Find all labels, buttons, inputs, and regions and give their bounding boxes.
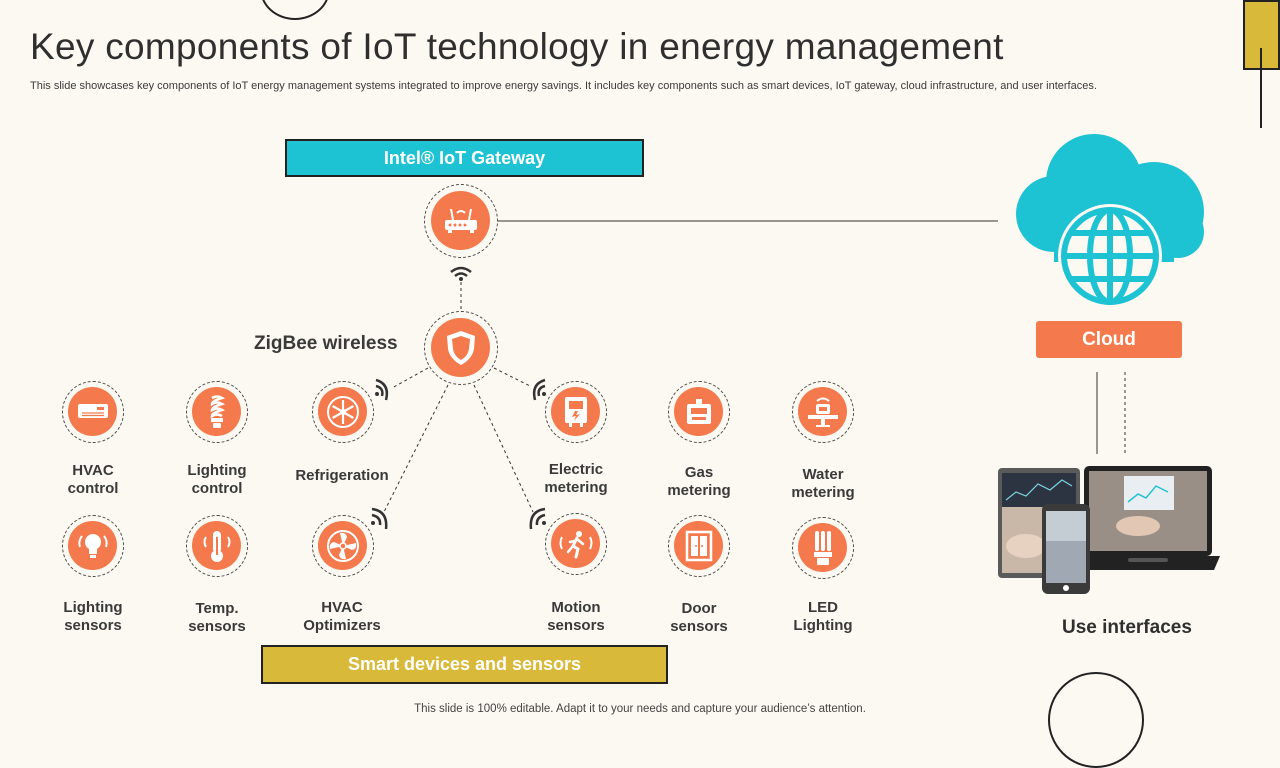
- water-metering-node: [792, 381, 854, 443]
- user-interfaces-label: Use interfaces: [1062, 617, 1192, 638]
- gateway-banner: Intel® IoT Gateway: [285, 139, 644, 177]
- led-bulb-icon: [813, 530, 832, 565]
- cloud-label: Cloud: [1036, 321, 1182, 358]
- wifi-signal-icon: [450, 266, 472, 281]
- wifi-signal-icon: [371, 507, 388, 530]
- decor-tab-line: [1260, 48, 1262, 128]
- wifi-signal-icon: [532, 378, 546, 401]
- gas-metering-label: Gas metering: [667, 464, 731, 499]
- lighting-control-label: Lighting control: [187, 462, 247, 497]
- footer-note: This slide is 100% editable. Adapt it to…: [414, 703, 866, 715]
- hvac-control-label: HVAC control: [67, 462, 119, 497]
- motion-sensors-label: Motion sensors: [547, 599, 605, 634]
- zigbee-node: [424, 311, 498, 385]
- hvac-control-node: [62, 381, 124, 443]
- motion-sensors-node: [545, 513, 607, 575]
- page-title: Key components of IoT technology in ener…: [30, 26, 1004, 67]
- zigbee-label: ZigBee wireless: [254, 333, 398, 354]
- router-icon: [444, 208, 477, 233]
- shield-icon: [446, 330, 475, 365]
- gateway-node: [424, 184, 498, 258]
- door-icon: [685, 530, 712, 561]
- hvac-optimizers-node: [312, 515, 374, 577]
- wifi-signal-icon: [375, 378, 389, 401]
- lighting-sensors-label: Lighting sensors: [63, 599, 123, 634]
- refrigeration-label: Refrigeration: [295, 467, 389, 484]
- devices-banner: Smart devices and sensors: [261, 645, 668, 684]
- decor-gold-tab: [1243, 0, 1280, 70]
- fan-icon: [326, 529, 359, 562]
- lighting-control-node: [186, 381, 248, 443]
- bulb-sensor-icon: [77, 533, 108, 558]
- wifi-signal-icon: [529, 507, 546, 530]
- cfl-bulb-icon: [210, 394, 225, 428]
- thermometer-icon: [203, 530, 230, 562]
- water-meter-icon: [807, 397, 838, 427]
- refrigeration-node: [312, 381, 374, 443]
- page-subtitle: This slide showcases key components of I…: [30, 80, 1097, 92]
- led-lighting-label: LED Lighting: [793, 599, 853, 634]
- temp-sensors-label: Temp. sensors: [188, 600, 246, 635]
- door-sensors-node: [668, 515, 730, 577]
- electric-metering-label: Electric metering: [544, 461, 608, 496]
- snowflake-icon: [326, 395, 359, 428]
- electric-metering-node: [545, 381, 607, 443]
- door-sensors-label: Door sensors: [670, 600, 728, 635]
- led-lighting-node: [792, 517, 854, 579]
- electric-meter-icon: [564, 396, 587, 427]
- lighting-sensors-node: [62, 515, 124, 577]
- cloud-globe-icon: [1016, 134, 1204, 308]
- gas-meter-icon: [686, 398, 711, 424]
- running-person-icon: [559, 530, 592, 558]
- user-devices-illustration: [998, 466, 1220, 594]
- connector-lines: [383, 220, 1126, 513]
- water-metering-label: Water metering: [791, 466, 855, 501]
- air-conditioner-icon: [77, 403, 108, 418]
- gas-metering-node: [668, 381, 730, 443]
- hvac-optimizers-label: HVAC Optimizers: [303, 599, 381, 634]
- temp-sensors-node: [186, 515, 248, 577]
